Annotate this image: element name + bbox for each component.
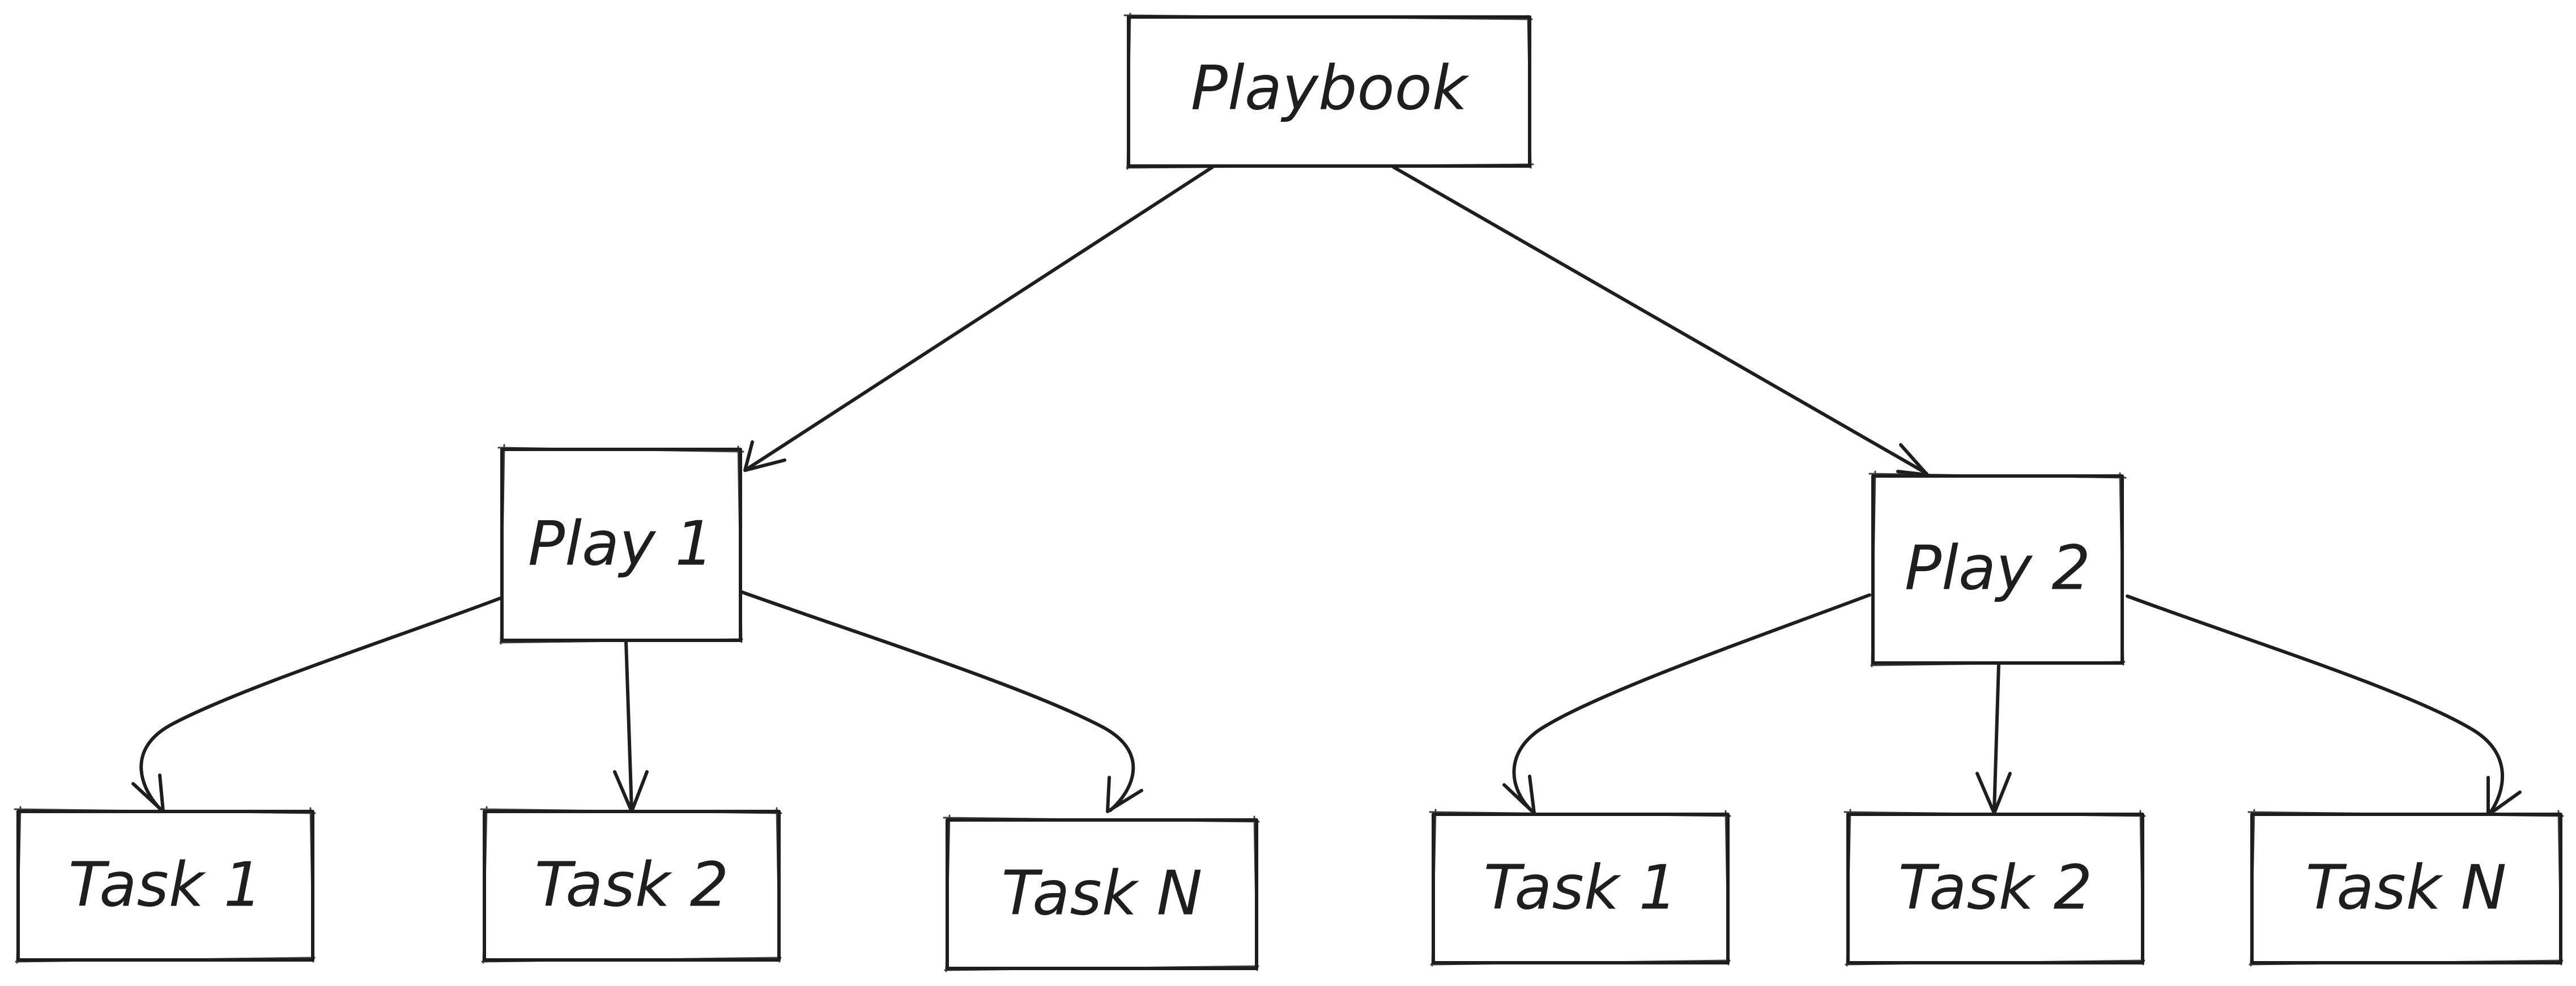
node-play-2-task-2: Task 2 <box>1843 809 2146 967</box>
node-playbook-sketch <box>1123 12 1534 170</box>
node-play-1-label: Play 1 <box>528 509 714 580</box>
node-play-2-task-1-label: Task 1 <box>1484 853 1678 924</box>
node-play-2-task-2-sketch <box>1843 809 2146 967</box>
node-playbook-label: Playbook <box>1191 53 1470 124</box>
edge-play-2-to-task-n <box>2126 594 2505 815</box>
node-play-2-label: Play 2 <box>1905 533 2090 604</box>
node-play-1-task-n: Task N <box>943 814 1260 972</box>
node-play-2-task-1: Task 1 <box>1429 809 1731 967</box>
node-play-1-task-1: Task 1 <box>14 806 316 964</box>
edge-play-2-to-task-1 <box>1512 593 1871 813</box>
node-play-1: Play 1 <box>497 444 744 645</box>
node-play-2-task-2-box <box>1846 813 2144 964</box>
node-play-2-task-2-label: Task 2 <box>1898 853 2093 924</box>
node-play-2: Play 2 <box>1868 470 2127 668</box>
node-play-2-task-n-box <box>2250 813 2562 964</box>
edge-playbook-to-play-1 <box>745 165 1214 471</box>
node-play-1-task-2-box <box>483 810 781 962</box>
node-play-1-task-1-label: Task 1 <box>69 850 263 921</box>
node-play-2-task-1-sketch <box>1429 809 1731 967</box>
node-play-2-task-n-label: Task N <box>2306 853 2507 924</box>
edge-arrowhead-play-1 <box>743 440 786 472</box>
edges <box>131 165 2522 817</box>
node-play-1-task-2-sketch <box>480 806 782 964</box>
node-playbook: Playbook <box>1123 12 1534 170</box>
node-play-1-task-n-label: Task N <box>1002 858 1203 929</box>
edge-playbook-to-play-2 <box>1392 165 1928 475</box>
edge-arrowhead-p1-task-n <box>1106 776 1143 813</box>
node-play-1-sketch <box>497 444 744 645</box>
edge-play-2-to-task-2 <box>1992 662 2000 813</box>
node-play-2-task-n: Task N <box>2247 809 2564 967</box>
node-play-1-task-n-sketch <box>943 814 1260 972</box>
node-play-1-task-2-label: Task 2 <box>535 850 729 921</box>
node-play-1-task-2: Task 2 <box>480 806 782 964</box>
edge-play-1-to-task-n <box>740 590 1135 812</box>
node-play-2-task-n-sketch <box>2247 809 2564 967</box>
edge-play-1-to-task-2 <box>624 640 633 812</box>
edge-play-1-to-task-1 <box>139 596 503 812</box>
node-play-1-task-n-box <box>946 818 1258 970</box>
node-play-1-task-1-sketch <box>14 806 316 964</box>
node-play-2-sketch <box>1868 470 2127 668</box>
